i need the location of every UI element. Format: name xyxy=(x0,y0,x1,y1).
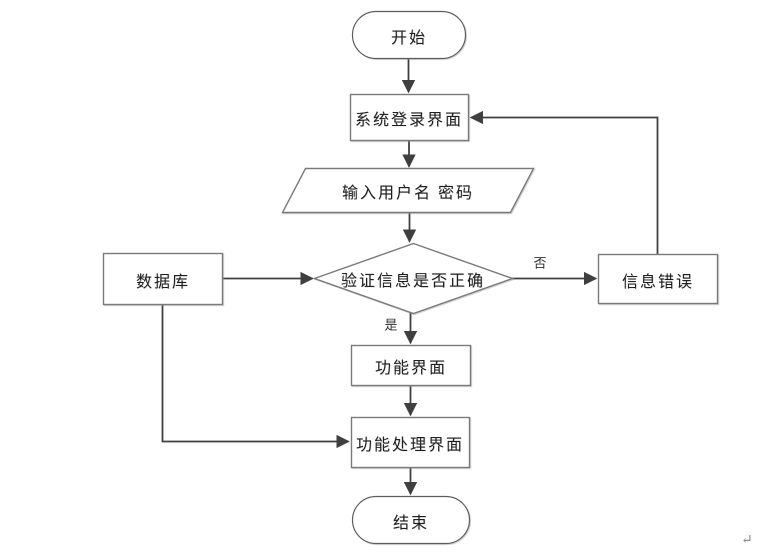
node-start-shape xyxy=(351,10,467,60)
node-process-shape xyxy=(350,416,471,469)
node-start-label: 开始 xyxy=(390,30,428,47)
node-end-label: 结束 xyxy=(392,515,430,532)
edge-label-no: 否 xyxy=(533,255,547,271)
node-process-label: 功能处理界面 xyxy=(355,437,465,454)
paragraph-return-mark: ↵ xyxy=(741,533,753,548)
edge-label-yes: 是 xyxy=(384,317,398,333)
node-login-shape xyxy=(349,93,470,142)
node-input-label: 输入用户名 密码 xyxy=(341,185,475,202)
node-error-label: 信息错误 xyxy=(621,274,695,291)
node-input-shape xyxy=(281,167,535,214)
node-end-shape xyxy=(351,495,471,545)
node-database-shape xyxy=(102,252,224,306)
node-func-label: 功能界面 xyxy=(374,360,448,377)
node-func-shape xyxy=(350,344,472,387)
node-verify-label: 验证信息是否正确 xyxy=(340,273,486,290)
node-database-label: 数据库 xyxy=(135,274,191,291)
edge-error-login-loop xyxy=(469,110,659,254)
node-login-label: 系统登录界面 xyxy=(354,112,464,129)
edge-database-process xyxy=(161,304,350,449)
node-error-shape xyxy=(597,253,719,305)
node-verify-shape xyxy=(312,242,515,315)
